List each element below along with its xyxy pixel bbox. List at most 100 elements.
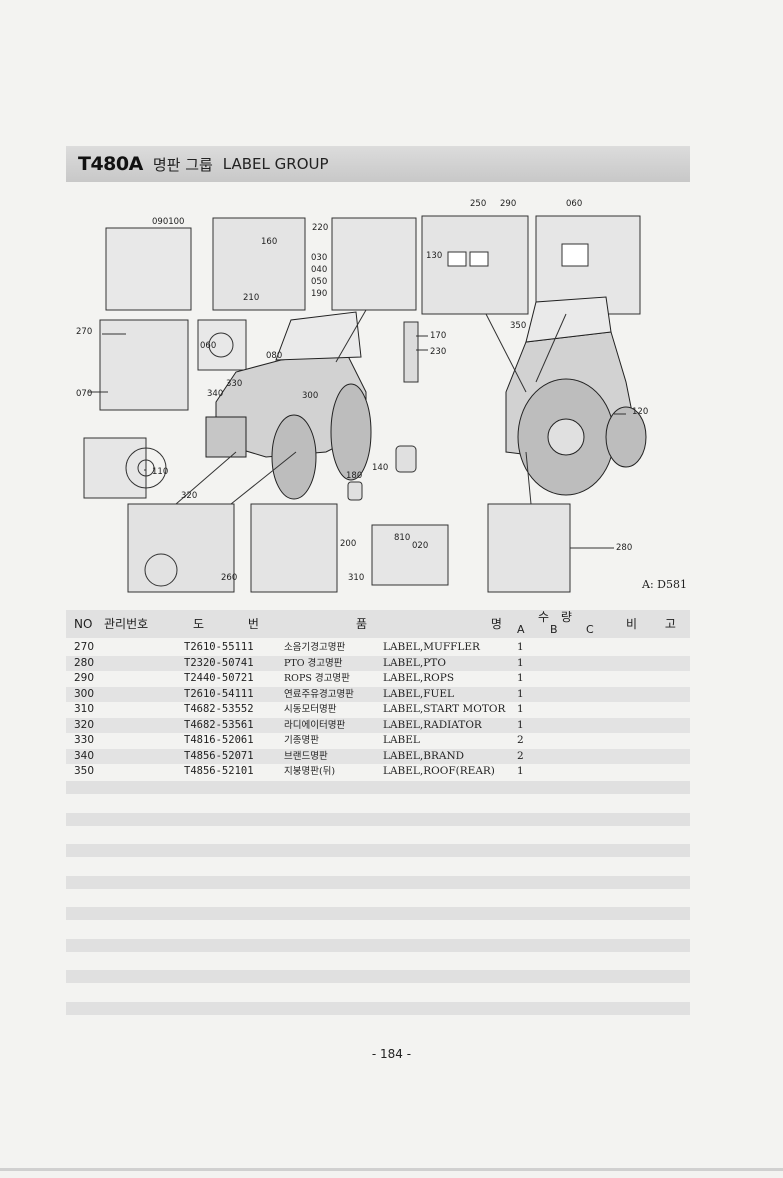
empty-row	[66, 907, 690, 920]
col-remark: 비 고	[626, 617, 688, 631]
cell-name-ko: ROPS 경고명판	[284, 673, 350, 684]
parts-diagram: 090100 160 210 220 030 040 050 190 250 2…	[66, 192, 690, 597]
svg-text:190: 190	[311, 289, 327, 299]
svg-text:810: 810	[394, 533, 410, 543]
inset-steering	[83, 437, 147, 499]
cell-drawing: T2320-50741	[184, 656, 254, 669]
inset-console	[99, 319, 189, 411]
cell-qty-a: 1	[517, 641, 524, 653]
svg-text:040: 040	[311, 265, 327, 275]
cell-drawing: T4856-52101	[184, 765, 254, 777]
cell-qty-a: 1	[517, 672, 524, 684]
group-title-ko: 명판 그룹	[152, 155, 213, 174]
inset-engine-side	[250, 503, 338, 593]
page-number: - 184 -	[371, 1047, 412, 1061]
svg-text:330: 330	[226, 379, 242, 389]
empty-row	[66, 938, 690, 952]
svg-text:170: 170	[430, 331, 446, 341]
svg-text:140: 140	[372, 463, 388, 473]
cell-name-en: LABEL,START MOTOR	[383, 703, 506, 715]
svg-text:260: 260	[221, 573, 237, 583]
svg-text:230: 230	[430, 347, 446, 357]
cell-name-ko: 브랜드명판	[284, 750, 328, 762]
cell-qty-a: 1	[517, 718, 524, 731]
svg-text:020: 020	[412, 541, 428, 551]
empty-row	[66, 875, 690, 889]
col-mgmt: 관리번호	[104, 617, 149, 631]
group-title-en: LABEL GROUP	[222, 155, 329, 173]
cell-qty-a: 2	[517, 734, 524, 746]
svg-text:320: 320	[181, 491, 197, 501]
cell-name-en: LABEL,PTO	[383, 656, 446, 669]
col-qty-c: C	[586, 623, 594, 636]
cell-name-ko: 연료주유경고명판	[284, 688, 354, 700]
col-qty-a: A	[517, 623, 525, 636]
tractor-rear-view	[505, 296, 647, 496]
cell-name-en: LABEL,ROPS	[383, 672, 455, 684]
cell-name-ko: 기종명판	[284, 735, 319, 746]
svg-text:280: 280	[616, 543, 632, 553]
col-name: 품 명	[356, 617, 562, 631]
svg-text:270: 270	[76, 327, 92, 337]
svg-text:030: 030	[311, 253, 327, 263]
svg-text:130: 130	[426, 251, 442, 261]
cell-no: 310	[74, 703, 95, 715]
cell-qty-a: 1	[517, 765, 524, 777]
cell-name-ko: PTO 경고명판	[284, 657, 343, 669]
col-no: NO	[74, 617, 93, 631]
cell-name-ko: 소음기경고명판	[284, 642, 346, 653]
svg-text:200: 200	[340, 539, 356, 549]
svg-text:160: 160	[261, 237, 277, 247]
cell-name-en: LABEL,FUEL	[383, 687, 455, 700]
tractor-front-view	[205, 311, 372, 500]
svg-text:050: 050	[311, 277, 327, 287]
cell-drawing: T2440-50721	[184, 672, 254, 684]
svg-text:340: 340	[207, 389, 223, 399]
inset-cab-post	[331, 217, 417, 311]
svg-text:310: 310	[348, 573, 364, 583]
empty-row	[66, 812, 690, 826]
model-title: T480A	[78, 153, 143, 175]
inset-pto	[487, 503, 571, 593]
inset-radiator	[127, 503, 235, 593]
inset-frame	[371, 524, 449, 586]
cell-name-en: LABEL,BRAND	[383, 749, 465, 762]
svg-text:220: 220	[312, 223, 328, 233]
cell-qty-a: 1	[517, 703, 524, 715]
inset-tank	[197, 319, 247, 371]
svg-text:060: 060	[200, 341, 216, 351]
svg-text:210: 210	[243, 293, 259, 303]
cell-no: 320	[74, 718, 95, 731]
table-header: NO 관리번호 도 번 품 명 수 량 A B C 비 고	[66, 610, 690, 638]
cell-no: 350	[74, 765, 95, 777]
inset-dashboard	[105, 227, 192, 311]
cell-name-en: LABEL	[383, 734, 420, 746]
svg-text:180: 180	[346, 471, 362, 481]
svg-text:080: 080	[266, 351, 282, 361]
empty-row	[66, 781, 690, 794]
col-drawing: 도 번	[193, 617, 279, 631]
page-edge	[0, 1168, 783, 1171]
svg-text:120: 120	[632, 407, 648, 417]
empty-row	[66, 1001, 690, 1015]
cell-no: 340	[74, 749, 95, 762]
svg-text:090100: 090100	[152, 217, 184, 227]
cell-drawing: T4816-52061	[184, 734, 254, 746]
cell-drawing: T2610-54111	[184, 687, 254, 700]
empty-table-rows	[66, 781, 690, 1015]
cell-name-ko: 라디에이터명판	[284, 719, 346, 731]
inset-fender	[212, 217, 306, 311]
cell-name-en: LABEL,RADIATOR	[383, 718, 482, 731]
svg-text:300: 300	[302, 391, 318, 401]
cell-drawing: T4856-52071	[184, 749, 254, 762]
cell-no: 300	[74, 687, 95, 700]
svg-text:250: 250	[470, 199, 486, 209]
cell-no: 280	[74, 656, 95, 669]
